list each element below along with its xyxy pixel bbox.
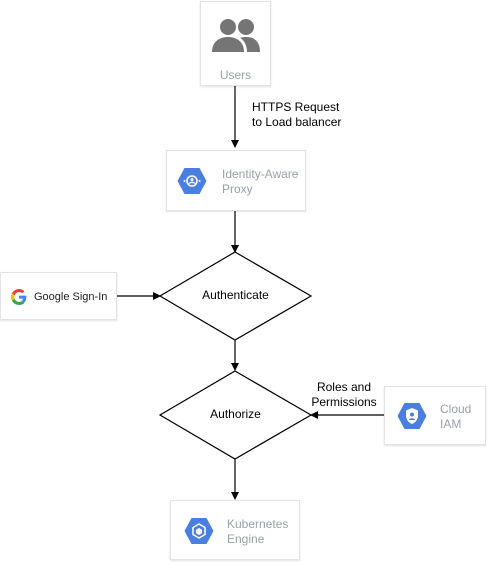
roles-label-line2: Permissions [311, 395, 377, 409]
kubernetes-engine-icon [184, 518, 214, 544]
gke-label-line1: Kubernetes [227, 517, 289, 531]
users-label: Users [219, 68, 252, 82]
cloud-iam-label-line2: IAM [440, 417, 462, 431]
users-node[interactable]: Users [200, 1, 271, 86]
cloud-iam-icon [397, 403, 427, 429]
gke-label-line2: Engine [227, 532, 265, 546]
authorize-diamond[interactable] [158, 370, 313, 460]
https-request-edge-label: HTTPS Request to Load balancer [252, 100, 341, 130]
google-signin-label: Google Sign-In [34, 291, 108, 303]
google-g-icon [11, 289, 27, 305]
users-icon [212, 19, 260, 52]
identity-aware-proxy-icon [177, 168, 207, 194]
iap-label-line2: Proxy [222, 182, 253, 196]
authenticate-diamond[interactable] [158, 251, 313, 341]
roles-permissions-edge-label: Roles and Permissions [306, 380, 382, 410]
cloud-iam-label: Cloud IAM [440, 402, 471, 432]
https-request-label-line1: HTTPS Request [252, 100, 340, 114]
cloud-iam-node[interactable]: Cloud IAM [384, 386, 486, 445]
kubernetes-engine-node[interactable]: Kubernetes Engine [170, 500, 300, 560]
iap-label: Identity-Aware Proxy [222, 167, 298, 197]
cloud-iam-label-line1: Cloud [440, 402, 472, 416]
roles-label-line1: Roles and [316, 380, 372, 394]
https-request-label-line2: to Load balancer [252, 115, 342, 129]
identity-aware-proxy-node[interactable]: Identity-Aware Proxy [166, 150, 306, 211]
authorize-label: Authorize [210, 407, 261, 421]
authenticate-label: Authenticate [202, 288, 269, 302]
google-signin-node[interactable]: Google Sign-In [0, 272, 117, 320]
iap-label-line1: Identity-Aware [222, 167, 299, 181]
kubernetes-engine-label: Kubernetes Engine [227, 517, 288, 547]
